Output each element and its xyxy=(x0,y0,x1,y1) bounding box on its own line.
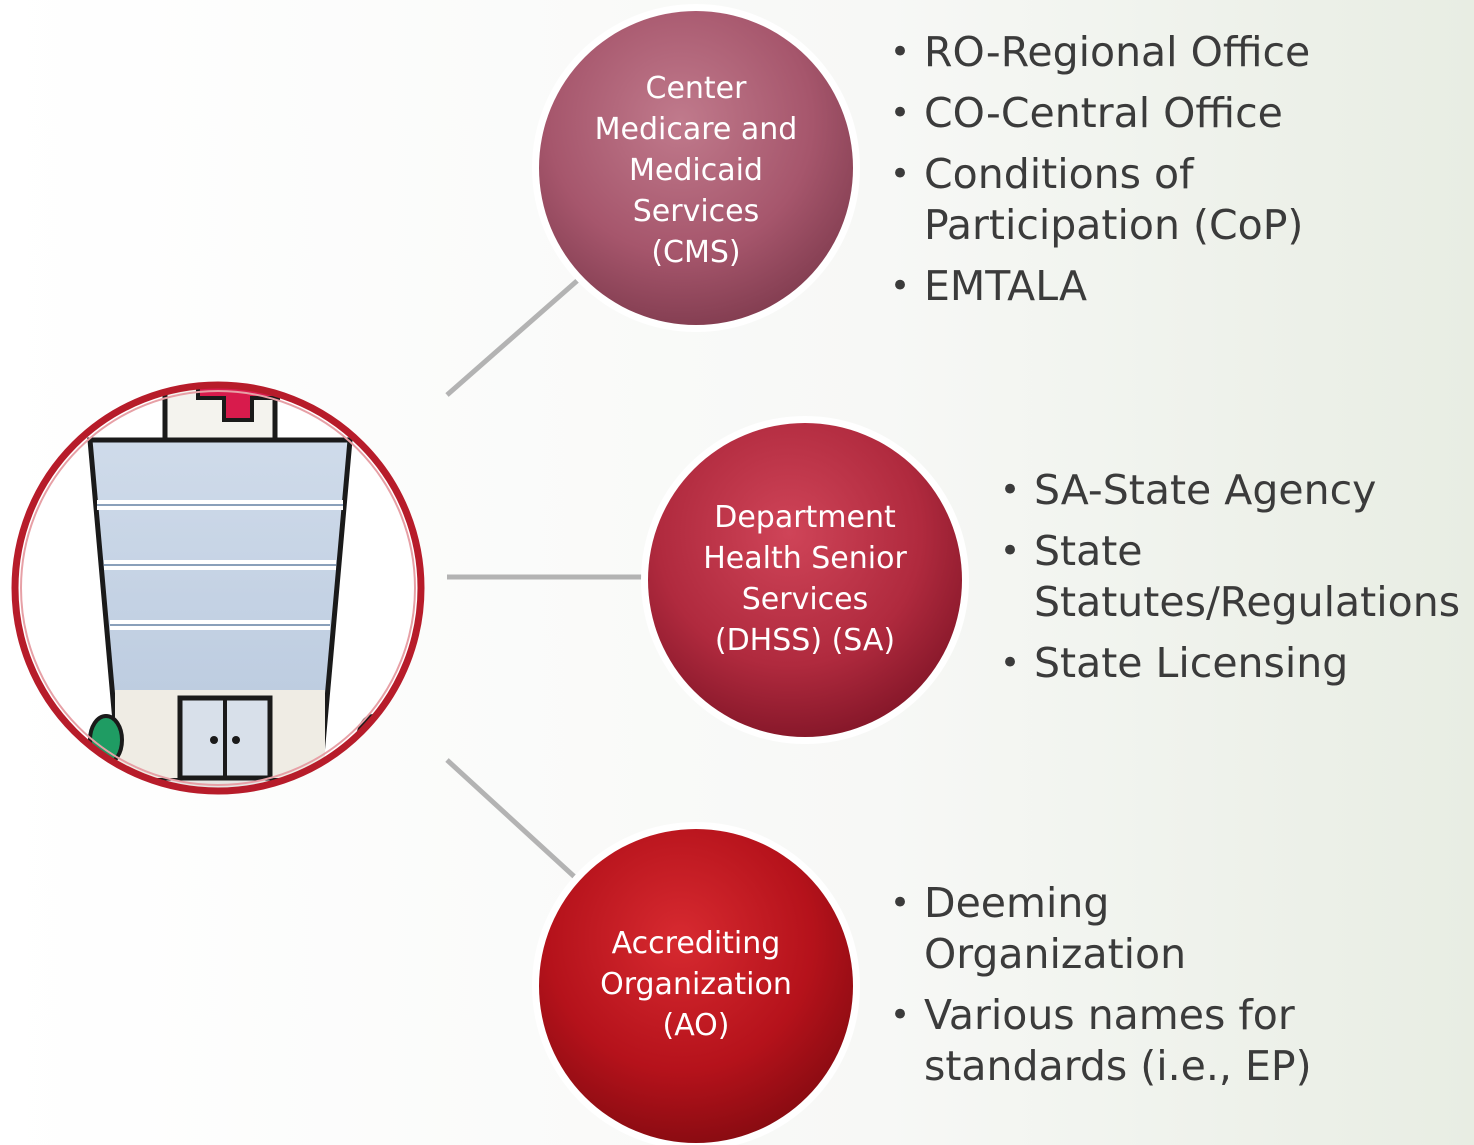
list-item: State Licensing xyxy=(992,638,1460,689)
node-ao xyxy=(532,822,860,1145)
node-ao-circle xyxy=(539,829,853,1143)
node-cms xyxy=(532,4,860,332)
list-item: Various names for standards (i.e., EP) xyxy=(882,990,1312,1092)
node-dhss-circle xyxy=(648,423,962,737)
ao-bullet-list: Deeming Organization Various names for s… xyxy=(882,878,1312,1102)
list-item: Deeming Organization xyxy=(882,878,1312,980)
list-item: EMTALA xyxy=(882,261,1310,312)
list-item: Conditions of Participation (CoP) xyxy=(882,149,1310,251)
connector-ao xyxy=(445,758,580,882)
list-item: RO-Regional Office xyxy=(882,27,1310,78)
connector-cms xyxy=(445,278,580,397)
node-dhss-label: Department Health Senior Services (DHSS)… xyxy=(703,500,907,658)
cms-bullet-list: RO-Regional Office CO-Central Office Con… xyxy=(882,27,1310,322)
node-cms-circle xyxy=(539,11,853,325)
node-dhss xyxy=(641,416,969,744)
dhss-bullet-list: SA-State Agency State Statutes/Regulatio… xyxy=(992,465,1460,699)
node-ao-label: Accrediting Organization (AO) xyxy=(600,926,792,1043)
list-item: SA-State Agency xyxy=(992,465,1460,516)
node-cms-label: Center Medicare and Medicaid Services (C… xyxy=(594,71,798,270)
list-item: CO-Central Office xyxy=(882,88,1310,139)
hub-hospital xyxy=(11,381,425,795)
hub-ring xyxy=(11,381,425,795)
list-item: State Statutes/Regulations xyxy=(992,526,1460,628)
